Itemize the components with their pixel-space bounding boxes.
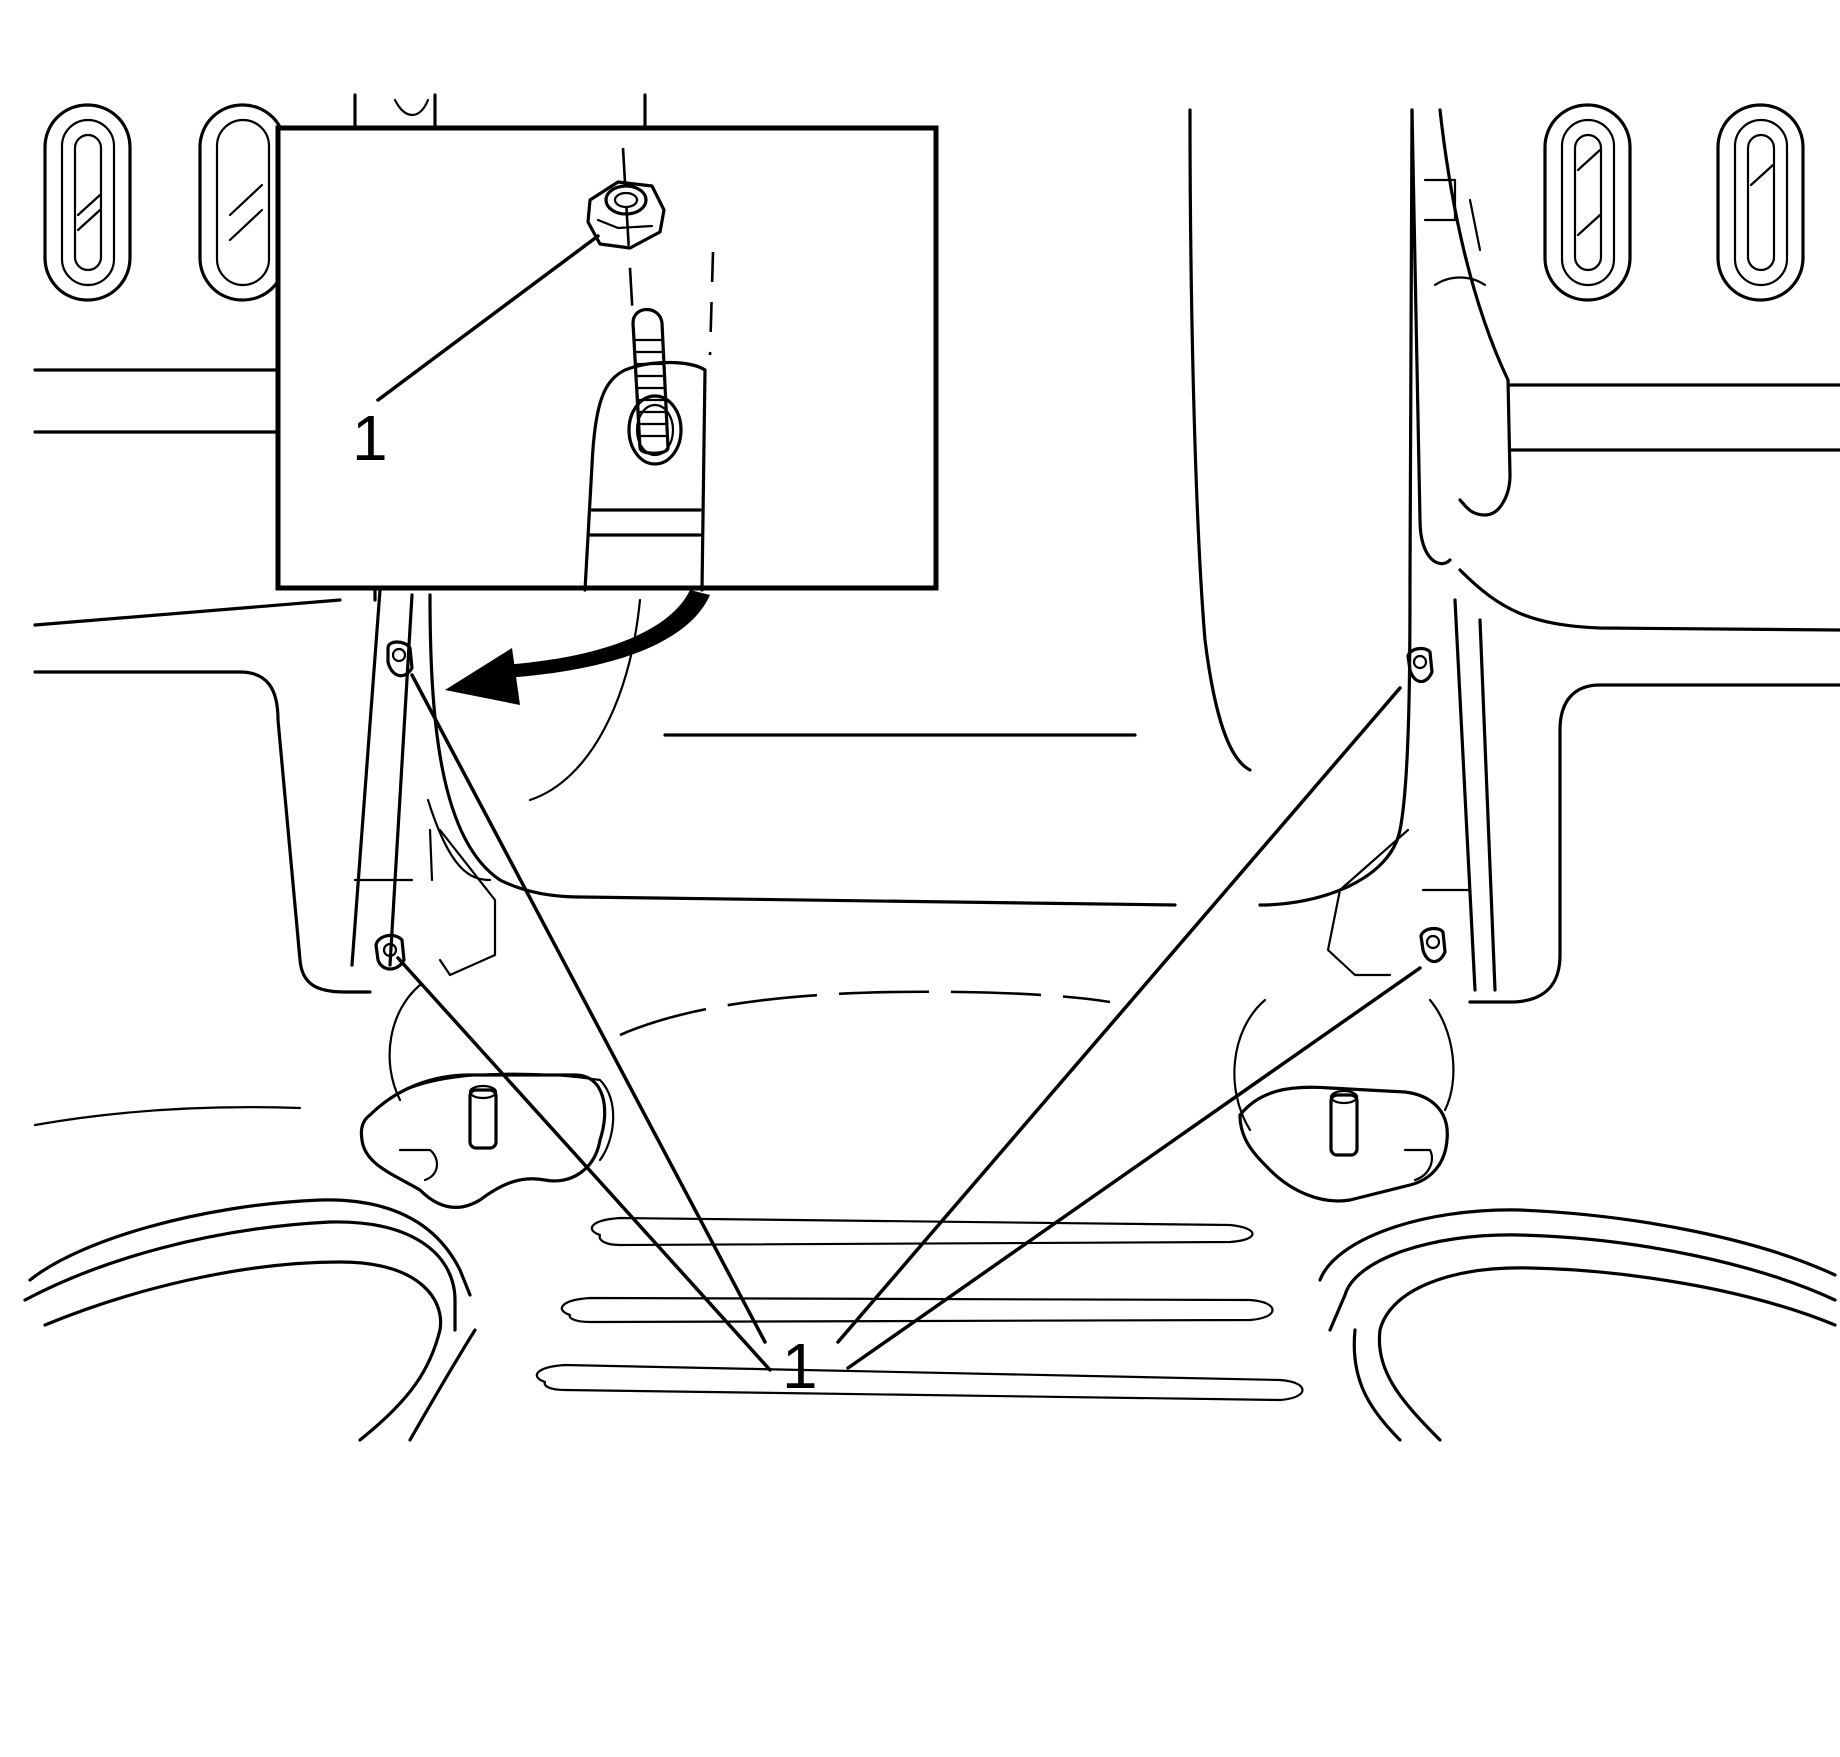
nut-icon bbox=[586, 180, 666, 250]
right-subframe-mount bbox=[1233, 998, 1455, 1203]
right-body-panel bbox=[1410, 108, 1840, 1004]
slot-openings-right bbox=[1543, 103, 1805, 302]
callout-leaders bbox=[396, 673, 1422, 1372]
underbody-drawing bbox=[23, 103, 1840, 1442]
fastener-locations bbox=[374, 640, 1447, 971]
callout-label: 1 bbox=[782, 1330, 818, 1402]
left-body-panel bbox=[33, 368, 414, 994]
nut-icon bbox=[386, 640, 414, 678]
center-tunnel bbox=[426, 108, 1414, 977]
nut-icon bbox=[374, 933, 406, 971]
leader-line bbox=[846, 966, 1422, 1370]
stud-icon bbox=[631, 307, 670, 455]
nut-icon bbox=[1406, 646, 1434, 684]
leader-line bbox=[396, 956, 772, 1372]
curved-arrow-icon bbox=[445, 590, 710, 705]
mount-bracket bbox=[583, 360, 707, 592]
left-subframe-mount bbox=[359, 983, 1111, 1210]
leader-line bbox=[376, 234, 600, 402]
inset-detail: 1 bbox=[275, 93, 939, 602]
leader-line bbox=[836, 686, 1402, 1344]
leader-line bbox=[410, 673, 767, 1344]
callout-label: 1 bbox=[352, 402, 388, 474]
lower-floor-ribs bbox=[23, 1106, 1837, 1442]
nut-icon bbox=[1419, 926, 1447, 964]
slot-openings-left bbox=[43, 103, 287, 302]
